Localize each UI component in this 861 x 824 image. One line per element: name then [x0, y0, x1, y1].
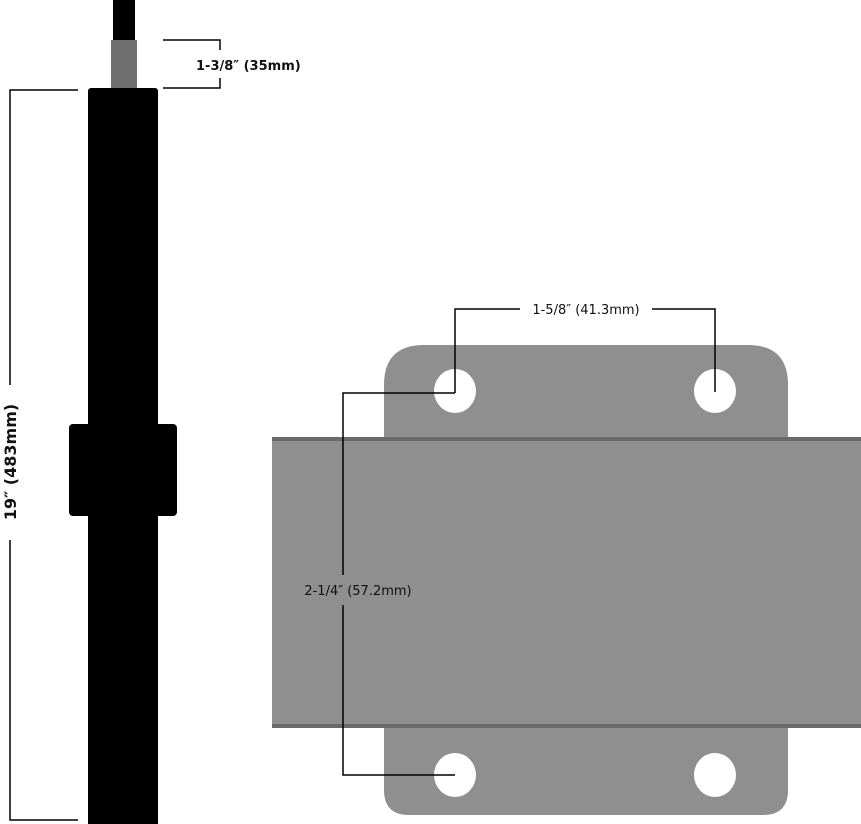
bracket-assembly — [272, 345, 861, 815]
hole-spacing-horizontal-dimension: 1-5/8″ (41.3mm) — [454, 303, 716, 393]
hole-spacing-vertical-label: 2-1/4″ (57.2mm) — [304, 584, 411, 599]
hole-spacing-horizontal-label: 1-5/8″ (41.3mm) — [532, 303, 639, 318]
bottom-plate — [384, 725, 788, 815]
cable-end — [113, 0, 135, 42]
hole-bottom-right — [694, 753, 736, 797]
channel-bottom-edge — [272, 724, 861, 728]
cable-sleeve — [111, 40, 137, 90]
rod-assembly — [69, 0, 177, 824]
hole-spacing-vertical-dimension: 2-1/4″ (57.2mm) — [304, 392, 455, 776]
cable-length-dimension: 1-3/8″ (35mm) — [163, 39, 301, 89]
rod-length-label: 19″ (483mm) — [1, 404, 20, 520]
cable-length-label: 1-3/8″ (35mm) — [196, 59, 301, 74]
top-plate — [384, 345, 788, 440]
channel — [272, 437, 861, 728]
channel-top-edge — [272, 437, 861, 441]
rod-collar — [69, 424, 177, 516]
rod-length-dimension: 19″ (483mm) — [1, 89, 78, 821]
